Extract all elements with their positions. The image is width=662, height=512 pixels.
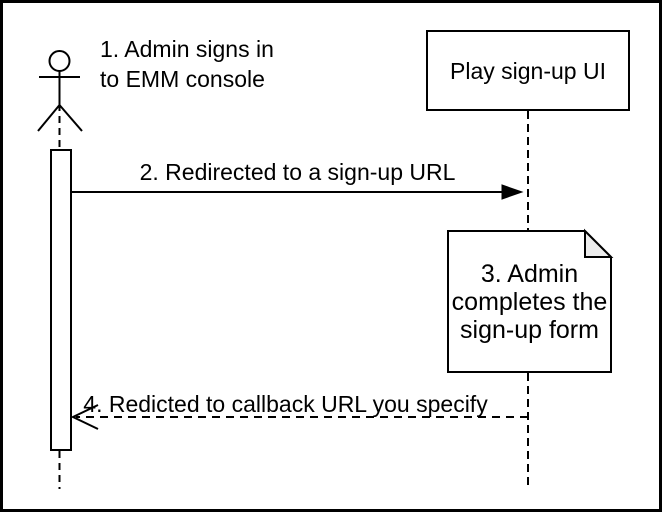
- note-shape: [447, 228, 614, 373]
- message-4-arrow: [70, 404, 528, 430]
- message-4-arrowhead-icon: [70, 404, 99, 430]
- actor-label: 1. Admin signs in to EMM console: [100, 34, 274, 94]
- actor-figure-icon: [37, 50, 83, 132]
- actor-label-line1: 1. Admin signs in: [100, 36, 274, 62]
- message-4-label: 4. Redicted to callback URL you specify: [83, 391, 488, 417]
- note-fold-icon: [584, 228, 614, 258]
- message-2-arrow: [72, 184, 524, 200]
- participant-label: Play sign-up UI: [450, 57, 606, 84]
- message-2-label: 2. Redirected to a sign-up URL: [139, 159, 456, 185]
- message-2-arrowhead-icon: [501, 184, 524, 200]
- note-label-line3: sign-up form: [460, 315, 599, 344]
- actor-activation-bar: [50, 149, 72, 451]
- note-label-line1: 3. Admin: [480, 259, 579, 288]
- participant-box: [426, 30, 630, 111]
- note-label-line2: completes the: [451, 287, 608, 316]
- actor-label-line2: to EMM console: [100, 66, 265, 92]
- note-label: 3. Admin completes the sign-up form: [448, 231, 611, 372]
